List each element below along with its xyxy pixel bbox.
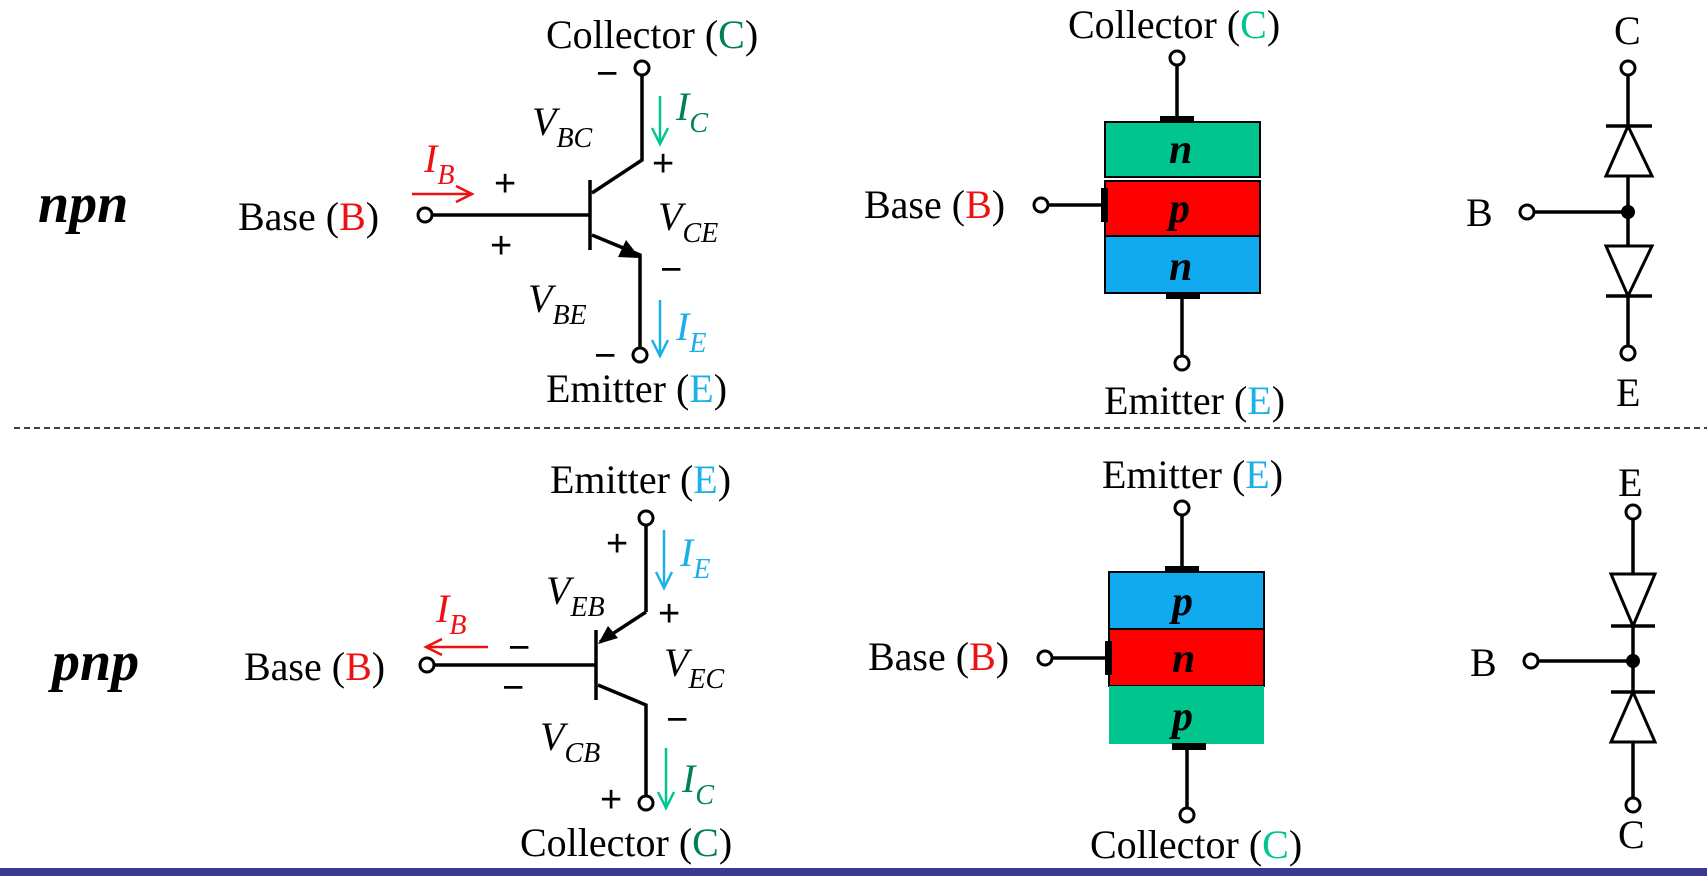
svg-text:n: n — [1169, 127, 1192, 173]
npn-layers-collector-label: Collector (C) — [1068, 2, 1280, 47]
pnp-title: pnp — [48, 631, 139, 693]
npn-collector-label: Collector (C) — [546, 12, 758, 57]
npn-diode-e-label: E — [1616, 370, 1640, 415]
pnp-layers-emitter-label: Emitter (E) — [1102, 452, 1283, 497]
svg-text:n: n — [1172, 636, 1195, 682]
npn-collector-terminal — [633, 59, 651, 77]
npn-ve-minus: − — [660, 249, 682, 291]
svg-text:n: n — [1169, 244, 1192, 290]
pnp-vec-label: VEC — [664, 640, 725, 695]
svg-text:p: p — [1166, 186, 1190, 232]
npn-diode-model: C B E — [1466, 8, 1655, 415]
pnp-vb-minus-lower: − — [502, 667, 524, 709]
pnp-middle-n-layer — [1108, 628, 1265, 687]
pnp-veb-label: VEB — [546, 568, 605, 623]
pnp-layer-structure: Emitter (E) p n p Base (B) Collector (C) — [868, 452, 1302, 867]
pnp-collector-label: Collector (C) — [520, 820, 732, 865]
pnp-ie-label: IE — [679, 530, 710, 585]
pnp-diode-b-label: B — [1470, 640, 1497, 685]
pnp-diode-c-label: C — [1618, 812, 1645, 857]
pnp-diode-e-label: E — [1618, 460, 1642, 505]
npn-layer-structure: Collector (C) n p n Base (B) Emitter (E) — [864, 2, 1285, 423]
pnp-ve-plus: + — [658, 593, 680, 635]
npn-layers-emitter-label: Emitter (E) — [1104, 378, 1285, 423]
npn-ib-label: IB — [423, 136, 454, 191]
collector-letter: C — [718, 12, 745, 57]
npn-vbe-label: VBE — [528, 276, 587, 331]
pnp-ib-label: IB — [435, 586, 466, 641]
pnp-layers-collector-label: Collector (C) — [1090, 822, 1302, 867]
npn-row: npn Collector (C) − IC VBC + Base (B) — [38, 2, 1655, 423]
pnp-row: pnp Emitter (E) + IE VEB + Base (B) — [48, 452, 1658, 867]
npn-ic-label: IC — [675, 84, 708, 139]
npn-vc-plus: + — [652, 143, 674, 185]
npn-ie-label: IE — [675, 304, 706, 359]
npn-transistor-symbol: Collector (C) − IC VBC + Base (B) IB + + — [238, 12, 758, 411]
pnp-collector-plus: + — [600, 779, 622, 821]
pnp-layers-base-label: Base (B) — [868, 634, 1009, 679]
npn-base-terminal — [416, 206, 434, 224]
pnp-top-p-layer — [1108, 571, 1265, 630]
npn-emitter-minus: − — [594, 335, 616, 377]
npn-vce-label: VCE — [658, 194, 718, 249]
pnp-base-label: Base (B) — [244, 644, 385, 689]
npn-emitter-label: Emitter (E) — [546, 366, 727, 411]
npn-vb-plus-upper: + — [494, 163, 516, 205]
npn-vbc-label: VBC — [532, 99, 593, 154]
pnp-transistor-symbol: Emitter (E) + IE VEB + Base (B) IB − − — [244, 457, 732, 865]
npn-diode-b-label: B — [1466, 190, 1493, 235]
npn-vb-plus-lower: + — [490, 225, 512, 267]
npn-bottom-n-layer — [1104, 235, 1261, 294]
pnp-emitter-label: Emitter (E) — [550, 457, 731, 502]
npn-collector-minus: − — [596, 53, 618, 95]
npn-emitter-terminal — [631, 346, 649, 364]
pnp-ic-label: IC — [681, 756, 714, 811]
bottom-rule — [0, 868, 1707, 876]
npn-diode-c-label: C — [1614, 8, 1641, 53]
npn-title: npn — [38, 173, 128, 235]
svg-text:p: p — [1169, 579, 1193, 625]
pnp-vcb-label: VCB — [540, 714, 600, 769]
pnp-diode-model: E B C — [1470, 460, 1658, 857]
pnp-vb-minus-upper: − — [508, 627, 530, 669]
npn-layers-base-label: Base (B) — [864, 182, 1005, 227]
pnp-emitter-plus: + — [606, 523, 628, 565]
pnp-bottom-p-layer — [1109, 686, 1264, 744]
pnp-vc-minus: − — [666, 699, 688, 741]
npn-base-label: Base (B) — [238, 194, 379, 239]
npn-top-n-layer — [1104, 121, 1261, 178]
svg-text:p: p — [1169, 694, 1193, 740]
